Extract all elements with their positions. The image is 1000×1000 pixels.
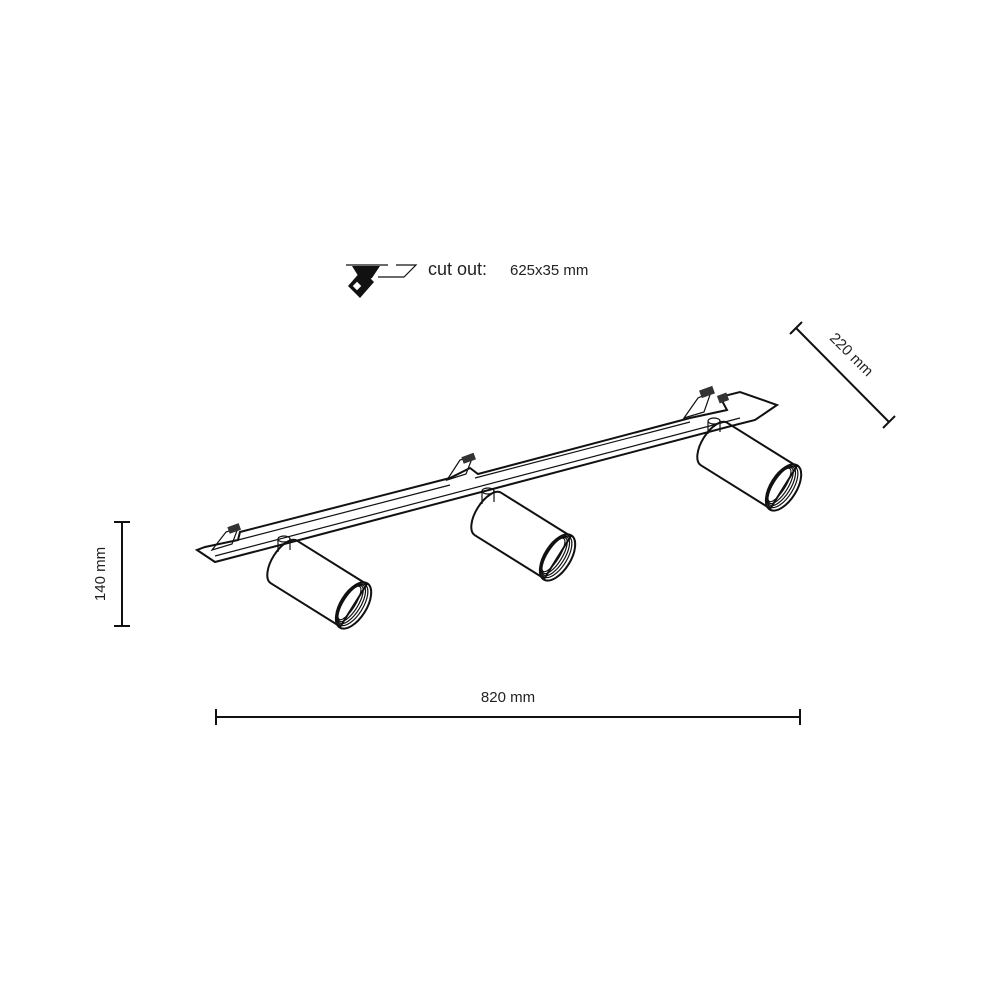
spring-clip-right [682,385,730,420]
spotlight-middle [470,487,577,582]
spotlight-left [266,535,373,630]
height-label: 140 mm [92,547,109,601]
spring-clip-middle [445,452,476,482]
height-dimension [114,521,130,627]
cutout-label: cut out: [428,259,487,279]
saw-cutout-icon [346,264,418,298]
spring-clip-left [210,523,242,552]
cutout-value: 625x35 mm [510,262,588,279]
spotlight-right [696,417,803,512]
mounting-rail [194,390,780,564]
width-label: 820 mm [481,689,535,706]
depth-label: 220 mm [826,330,876,380]
width-dimension [215,709,801,725]
depth-dimension [789,321,896,429]
